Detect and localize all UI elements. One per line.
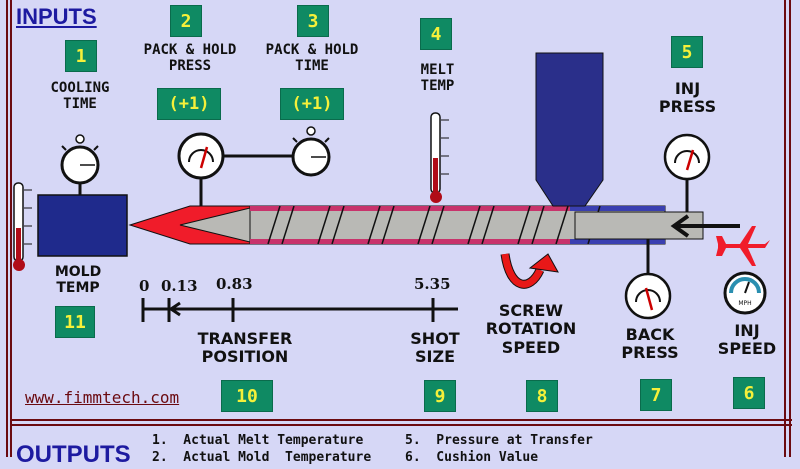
input-badge-3: 3 (297, 5, 329, 37)
website-link[interactable]: www.fimmtech.com (25, 388, 180, 407)
right-border-outer (789, 0, 791, 457)
machine-graphics: MPH (13, 52, 770, 322)
outputs-title: OUTPUTS (16, 441, 131, 468)
stopwatch-icon (60, 134, 100, 195)
pack-hold-press-adjust: (+1) (157, 88, 221, 120)
diagram-frame: INPUTS (6, 0, 792, 468)
input-badge-7: 7 (640, 379, 672, 411)
input-badge-6: 6 (733, 377, 765, 409)
scale-tick-013: 0.13 (161, 277, 198, 295)
back-press-label: BACK PRESS (621, 325, 679, 363)
output-item-5: 5. Pressure at Transfer (405, 433, 593, 448)
pressure-gauge-icon (624, 239, 672, 320)
rotation-arrow-icon (500, 253, 559, 289)
input-badge-8: 8 (526, 380, 558, 412)
airplane-icon (716, 226, 770, 266)
left-border-inner (10, 0, 12, 457)
cooling-time-label: COOLING TIME (50, 80, 110, 113)
pressure-gauge-icon (177, 132, 293, 206)
input-badge-4: 4 (420, 18, 452, 50)
screw-flights (267, 205, 601, 245)
position-scale (141, 298, 458, 322)
pack-hold-press-label: PACK & HOLD PRESS (143, 42, 237, 75)
scale-tick-0: 0 (139, 277, 150, 295)
input-badge-5: 5 (671, 36, 703, 68)
left-border-outer (6, 0, 8, 457)
input-badge-9: 9 (424, 380, 456, 412)
input-badge-10: 10 (221, 380, 273, 412)
pack-hold-time-label: PACK & HOLD TIME (265, 42, 359, 75)
scale-tick-535: 5.35 (414, 275, 451, 293)
inj-speed-label: INJ SPEED (717, 321, 777, 359)
pressure-gauge-icon (663, 133, 711, 212)
melt-temp-label: MELT TEMP (420, 62, 455, 95)
input-badge-1: 1 (65, 40, 97, 72)
thermometer-icon (13, 182, 32, 271)
hopper (535, 52, 604, 207)
stopwatch-icon (291, 126, 331, 177)
mold-temp-label: MOLD TEMP (54, 264, 102, 297)
output-item-6: 6. Cushion Value (405, 450, 539, 465)
inputs-title: INPUTS (16, 4, 97, 29)
input-badge-11: 11 (55, 306, 95, 338)
inj-press-label: INJ PRESS (658, 79, 717, 117)
screw-rotation-speed-label: SCREW ROTATION SPEED (485, 301, 577, 357)
mold-block (37, 194, 128, 257)
input-badge-2: 2 (170, 5, 202, 37)
right-border-inner (784, 0, 786, 457)
svg-text:MPH: MPH (738, 300, 751, 307)
output-item-1: 1. Actual Melt Temperature (152, 433, 364, 448)
transfer-position-label: TRANSFER POSITION (197, 329, 293, 367)
shot-size-label: SHOT SIZE (410, 329, 460, 367)
section-divider-top (10, 419, 792, 421)
section-divider-bottom (10, 424, 792, 426)
thermometer-icon (430, 112, 449, 203)
scale-tick-083: 0.83 (216, 275, 253, 293)
pack-hold-time-adjust: (+1) (280, 88, 344, 120)
output-item-2: 2. Actual Mold Temperature (152, 450, 372, 465)
speedometer-icon: MPH (723, 271, 767, 315)
